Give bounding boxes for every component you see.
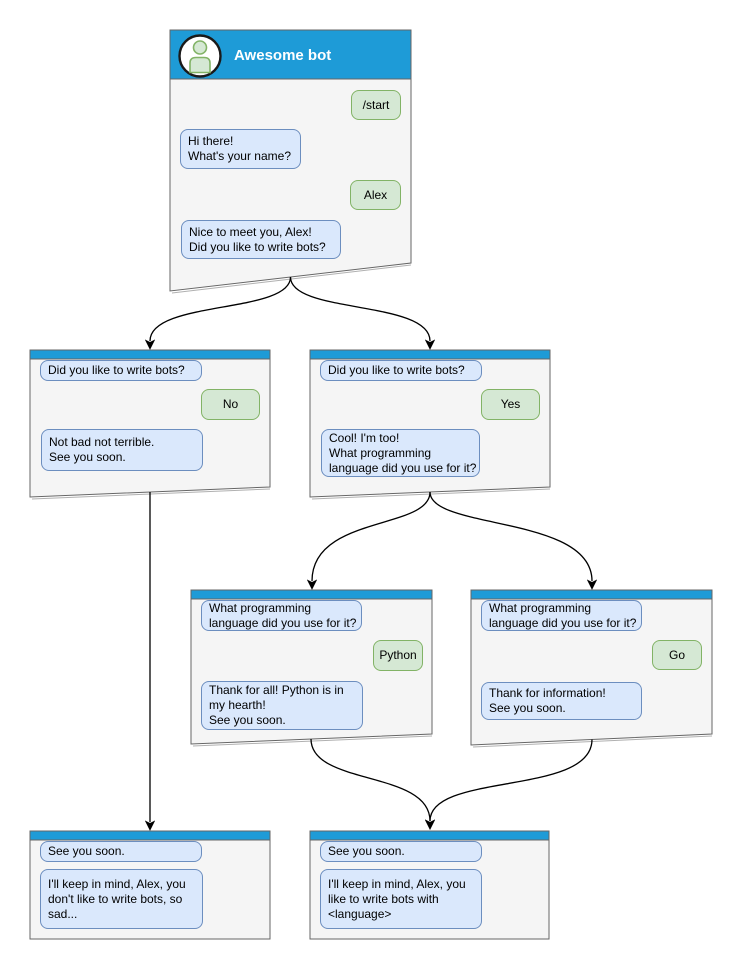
window-main-shadow — [171, 264, 412, 294]
window-go-titlebar — [470, 589, 713, 600]
yes-branch-question: Did you like to write bots? — [320, 360, 482, 381]
window-python-titlebar — [190, 589, 433, 600]
no-branch-answer: No — [201, 389, 260, 420]
edge-main-to-yes — [289, 276, 436, 350]
no-branch-question: Did you like to write bots? — [40, 360, 202, 381]
end-no-question: See you soon. — [40, 841, 202, 862]
go-branch-answer: Go — [652, 640, 702, 670]
python-branch-answer: Python — [373, 640, 423, 671]
python-branch-response: Thank for all! Python is in my hearth! S… — [201, 681, 363, 730]
window-python-shadow — [192, 735, 433, 747]
window-end-yes-titlebar — [309, 830, 550, 841]
message-ask-bots: Nice to meet you, Alex! Did you like to … — [181, 220, 341, 259]
window-main-title: Awesome bot — [234, 47, 332, 64]
edge-python-to-end-yes — [310, 738, 436, 830]
window-yes-titlebar — [309, 349, 551, 360]
window-yes-shadow — [311, 488, 551, 500]
window-no-shadow — [31, 488, 271, 500]
yes-branch-response: Cool! I'm too! What programming language… — [321, 429, 480, 477]
python-branch-question: What programming language did you use fo… — [201, 600, 362, 631]
window-end-no-titlebar — [29, 830, 271, 841]
end-yes-response: I'll keep in mind, Alex, you like to wri… — [320, 869, 482, 929]
yes-branch-answer: Yes — [481, 389, 540, 420]
end-no-response: I'll keep in mind, Alex, you don't like … — [40, 869, 203, 929]
person-icon — [189, 40, 211, 74]
go-branch-question: What programming language did you use fo… — [481, 600, 642, 631]
end-yes-question: See you soon. — [320, 841, 482, 862]
window-no-titlebar — [29, 349, 271, 360]
go-branch-response: Thank for information! See you soon. — [481, 682, 642, 720]
message-start-command: /start — [351, 90, 401, 120]
message-name-reply: Alex — [350, 180, 401, 210]
edge-yes-to-python — [306, 491, 431, 590]
avatar — [178, 34, 222, 78]
no-branch-response: Not bad not terrible. See you soon. — [41, 429, 203, 471]
edge-yes-to-go — [429, 491, 598, 590]
edge-go-to-end-yes — [424, 739, 593, 830]
message-greeting: Hi there! What's your name? — [180, 129, 301, 169]
edge-main-to-no — [144, 276, 292, 350]
